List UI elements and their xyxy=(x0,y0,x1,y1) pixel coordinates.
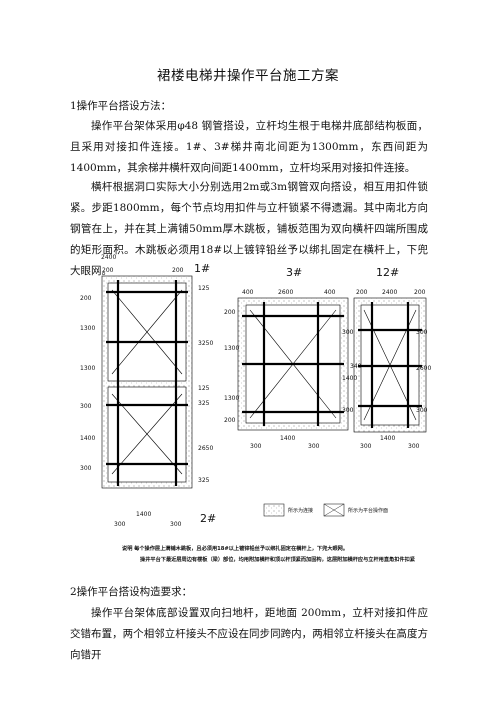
section2-heading: 2操作平台搭设构造要求： xyxy=(70,586,193,598)
dim-1-tl: 200 xyxy=(102,267,114,274)
dim-12-r2: 2600 xyxy=(416,365,431,372)
dim-12-t3: 200 xyxy=(414,289,426,296)
dim-1-r6: 325 xyxy=(198,477,210,484)
section1-paragraph-1: 操作平台架体采用φ48 钢管搭设，立杆均生根于电梯井底部结构板面，且采用对接扣件… xyxy=(70,120,428,174)
dim-3-t2: 2600 xyxy=(278,289,293,296)
dim-3-l2: 1300 xyxy=(224,345,239,352)
dim-3-b2: 1400 xyxy=(280,435,295,442)
dim-12-l2: 1400 xyxy=(342,375,357,382)
dim-3-t1: 400 xyxy=(242,289,254,296)
dim-12-t1: 200 xyxy=(356,289,368,296)
dim-12-r3: 300 xyxy=(416,407,428,414)
dim-3-l1: 200 xyxy=(224,309,236,316)
shaft-1-2 xyxy=(101,275,193,489)
label-3: 3# xyxy=(286,266,302,279)
section1-heading: 1操作平台搭设方法： xyxy=(70,100,172,112)
dim-1-l1: 200 xyxy=(80,295,92,302)
dim-1-top: 2400 xyxy=(101,254,116,261)
legend-platform-label: 所示为平台操作面 xyxy=(348,507,388,514)
dim-12-b3: 300 xyxy=(408,443,420,450)
drawing-note-1: 说明 每个操作层上满铺木跳板，且必须用18#以上镀锌铅丝予以绑扎固定在横杆上，下… xyxy=(122,546,349,552)
section1-paragraph-2: 横杆根据洞口实际大小分别选用2m或3m钢管双向搭设，相互用扣件锁紧。步距1800… xyxy=(70,181,428,277)
dim-1-r4: 325 xyxy=(198,400,210,407)
dim-1-bl: 300 xyxy=(114,521,126,528)
dim-3-l3: 1300 xyxy=(224,395,239,402)
dim-3-b1: 300 xyxy=(250,443,262,450)
dim-1-l4: 300 xyxy=(80,403,92,410)
dim-3-b3: 300 xyxy=(308,443,320,450)
label-2: 2# xyxy=(200,512,216,525)
dim-1-l5: 1400 xyxy=(80,435,95,442)
drawing-note-2: 操井平台下最近层周边有楼板（梁）部位，均用附加横杆和顶以杆顶紧而加固构，这层附加… xyxy=(140,557,415,563)
dim-1-r3: 125 xyxy=(198,385,210,392)
dim-1-bm: 1400 xyxy=(136,511,151,518)
shaft-12 xyxy=(353,297,427,433)
platform-layout-drawing: 2400 200 200 1# 200 1300 1300 300 1400 3… xyxy=(80,254,431,528)
dim-12-b2: 1400 xyxy=(380,435,395,442)
section2-paragraph-1: 操作平台架体底部设置双向扫地杆，距地面 200mm，立杆对接扣件应交错布置，两个… xyxy=(70,607,428,661)
dim-3-t3: 400 xyxy=(324,289,336,296)
dim-1-tr: 200 xyxy=(172,267,184,274)
dim-1-r1: 125 xyxy=(198,285,210,292)
page-title: 裙楼电梯井操作平台施工方案 xyxy=(157,68,339,84)
dim-12-r1: 300 xyxy=(416,329,428,336)
legend-swatch-connection xyxy=(263,503,285,517)
label-12: 12# xyxy=(376,266,399,279)
dim-1-r5: 2650 xyxy=(198,445,213,452)
dim-12-l1: 300 xyxy=(342,329,354,336)
dim-1-br: 300 xyxy=(170,521,182,528)
legend-swatch-platform xyxy=(323,503,345,517)
dim-3-l4: 200 xyxy=(224,417,236,424)
dim-1-r2: 3250 xyxy=(198,340,213,347)
dim-12-l3: 300 xyxy=(342,407,354,414)
dim-12-b1: 300 xyxy=(360,443,372,450)
label-1: 1# xyxy=(194,262,210,275)
dim-1-l3: 1300 xyxy=(80,365,95,372)
shaft-3 xyxy=(237,297,349,431)
dim-12-t2: 2400 xyxy=(382,289,397,296)
legend-connection-label: 所示为连接 xyxy=(288,507,313,514)
dim-1-l2: 1300 xyxy=(80,325,95,332)
dim-1-l6: 300 xyxy=(80,465,92,472)
